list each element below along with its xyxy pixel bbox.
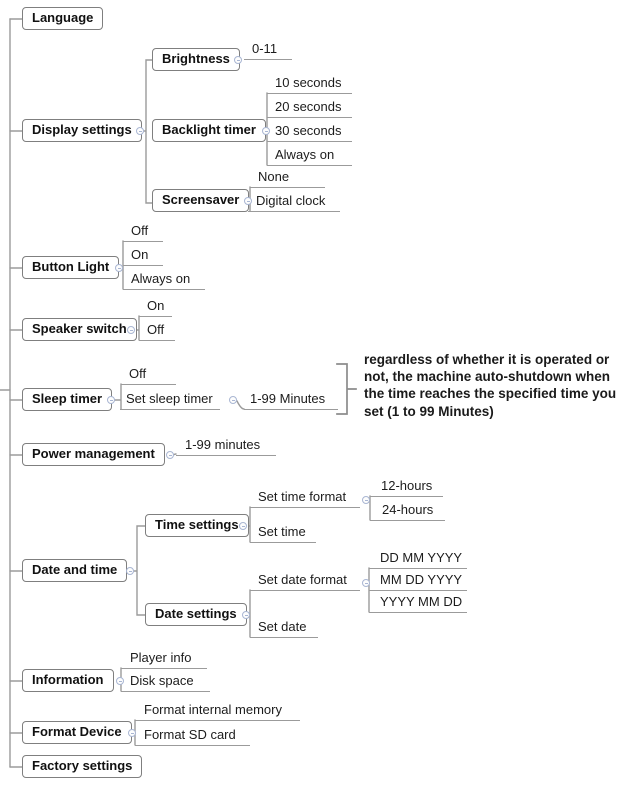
leaf-set-sleep-timer[interactable]: Set sleep timer bbox=[120, 391, 220, 410]
leaf-sleep-off[interactable]: Off bbox=[121, 366, 176, 385]
node-screensaver[interactable]: Screensaver bbox=[152, 189, 250, 212]
leaf-30-seconds[interactable]: 30 seconds bbox=[267, 123, 352, 142]
node-button-light[interactable]: Button Light bbox=[22, 256, 120, 279]
leaf-speaker-off[interactable]: Off bbox=[139, 322, 175, 341]
sleep-timer-note: regardless of whether it is operated or … bbox=[364, 352, 617, 419]
node-brightness[interactable]: Brightness bbox=[152, 48, 240, 71]
node-display-settings[interactable]: Display settings bbox=[22, 119, 142, 142]
leaf-speaker-on[interactable]: On bbox=[139, 298, 172, 317]
leaf-disk-space[interactable]: Disk space bbox=[121, 673, 210, 692]
node-backlight-timer[interactable]: Backlight timer bbox=[152, 119, 266, 142]
collapse-toggle-icon-speaker[interactable] bbox=[127, 326, 135, 334]
node-information[interactable]: Information bbox=[22, 669, 114, 692]
leaf-button-light-off[interactable]: Off bbox=[123, 223, 163, 242]
note-bracket bbox=[336, 363, 357, 415]
node-language[interactable]: Language bbox=[22, 7, 104, 30]
collapse-toggle-icon-date-settings[interactable] bbox=[242, 611, 250, 619]
node-speaker-switch[interactable]: Speaker switch bbox=[22, 318, 137, 341]
leaf-player-info[interactable]: Player info bbox=[121, 650, 207, 669]
collapse-toggle-icon-sleep[interactable] bbox=[107, 396, 115, 404]
collapse-toggle-icon-format-device[interactable] bbox=[128, 729, 136, 737]
leaf-always-on-backlight[interactable]: Always on bbox=[267, 147, 352, 166]
leaf-brightness-range[interactable]: 0-11 bbox=[244, 41, 292, 60]
collapse-toggle-icon-set-date-format[interactable] bbox=[362, 579, 370, 587]
node-sleep-timer[interactable]: Sleep timer bbox=[22, 388, 113, 411]
leaf-digital-clock[interactable]: Digital clock bbox=[248, 193, 340, 212]
leaf-set-time[interactable]: Set time bbox=[250, 524, 316, 543]
collapse-toggle-icon-date-time[interactable] bbox=[126, 567, 134, 575]
node-factory-settings[interactable]: Factory settings bbox=[22, 755, 143, 778]
collapse-toggle-icon-set-time-format[interactable] bbox=[362, 496, 370, 504]
collapse-toggle-icon-button-light[interactable] bbox=[115, 264, 123, 272]
leaf-format-sd-card[interactable]: Format SD card bbox=[135, 727, 250, 746]
collapse-toggle-icon-display[interactable] bbox=[136, 127, 144, 135]
leaf-20-seconds[interactable]: 20 seconds bbox=[267, 99, 352, 118]
node-time-settings[interactable]: Time settings bbox=[145, 514, 249, 537]
collapse-toggle-icon-power[interactable] bbox=[166, 451, 174, 459]
node-date-and-time[interactable]: Date and time bbox=[22, 559, 128, 582]
leaf-button-light-always[interactable]: Always on bbox=[123, 271, 205, 290]
leaf-dd-mm-yyyy[interactable]: DD MM YYYY bbox=[369, 550, 467, 569]
collapse-toggle-icon-time-settings[interactable] bbox=[239, 522, 247, 530]
leaf-yyyy-mm-dd[interactable]: YYYY MM DD bbox=[369, 594, 467, 613]
leaf-24-hours[interactable]: 24-hours bbox=[370, 502, 445, 521]
node-power-management[interactable]: Power management bbox=[22, 443, 165, 466]
leaf-power-minutes[interactable]: 1-99 minutes bbox=[176, 437, 276, 456]
node-format-device[interactable]: Format Device bbox=[22, 721, 132, 744]
leaf-sleep-minutes[interactable]: 1-99 Minutes bbox=[244, 391, 338, 410]
collapse-toggle-icon-screensaver[interactable] bbox=[244, 197, 252, 205]
leaf-set-date[interactable]: Set date bbox=[250, 619, 318, 638]
collapse-toggle-icon-information[interactable] bbox=[116, 677, 124, 685]
leaf-10-seconds[interactable]: 10 seconds bbox=[267, 75, 352, 94]
leaf-button-light-on[interactable]: On bbox=[123, 247, 163, 266]
leaf-mm-dd-yyyy[interactable]: MM DD YYYY bbox=[369, 572, 467, 591]
collapse-toggle-icon-backlight[interactable] bbox=[262, 127, 270, 135]
leaf-set-time-format[interactable]: Set time format bbox=[250, 489, 360, 508]
collapse-toggle-icon-set-sleep-timer[interactable] bbox=[229, 396, 237, 404]
leaf-12-hours[interactable]: 12-hours bbox=[370, 478, 443, 497]
collapse-toggle-icon-brightness[interactable] bbox=[234, 56, 242, 64]
node-date-settings[interactable]: Date settings bbox=[145, 603, 247, 626]
leaf-set-date-format[interactable]: Set date format bbox=[250, 572, 360, 591]
leaf-screensaver-none[interactable]: None bbox=[250, 169, 325, 188]
leaf-format-internal-memory[interactable]: Format internal memory bbox=[135, 702, 300, 721]
